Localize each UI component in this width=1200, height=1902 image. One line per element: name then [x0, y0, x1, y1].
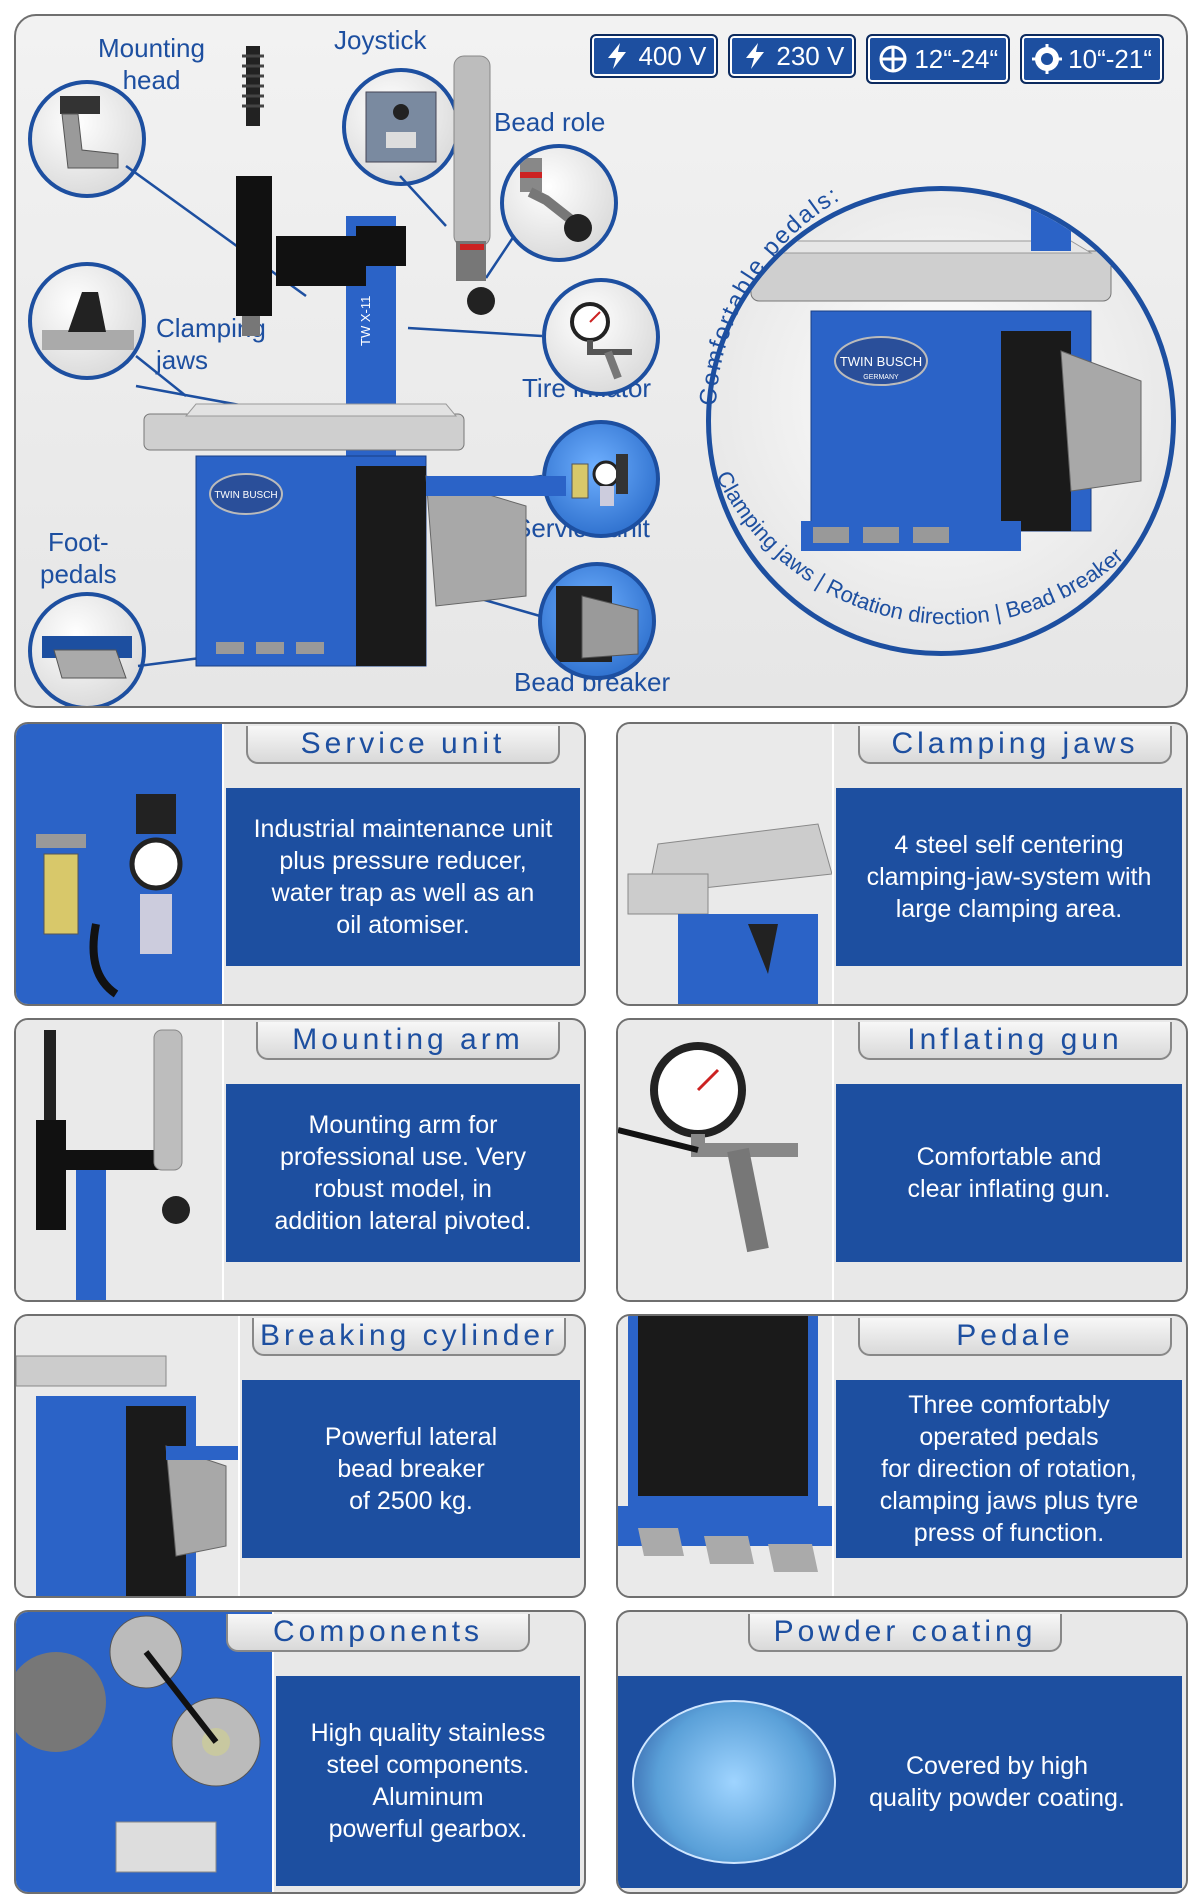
service-unit-image	[16, 724, 224, 1004]
badge-rim-10-21: 10“-21“	[1020, 34, 1164, 84]
mounting-arm-image	[16, 1020, 224, 1300]
tire-changer-illustration: TWIN BUSCH TW X-11	[143, 46, 566, 667]
panel-description: 4 steel self centering clamping-jaw-syst…	[836, 788, 1182, 966]
panel-clamping-jaws: Clamping jaws 4 steel self centering cla…	[616, 722, 1188, 1006]
pedals-detail-circle: TWIN BUSCH GERMANY	[706, 186, 1176, 656]
panel-title: Pedale	[858, 1318, 1172, 1356]
components-image	[16, 1612, 274, 1892]
panel-title: Clamping jaws	[858, 726, 1172, 764]
panel-powder-coating: Powder coating Covered by high quality p…	[616, 1610, 1188, 1894]
panel-pedale: Pedale Three comfortably operated pedals…	[616, 1314, 1188, 1598]
panel-title: Inflating gun	[858, 1022, 1172, 1060]
panel-title: Mounting arm	[256, 1022, 560, 1060]
machine-model-label: TW X-11	[358, 296, 373, 346]
label-mounting-head: Mounting head	[98, 33, 205, 95]
brand-logo-large: TWIN BUSCH	[840, 354, 922, 369]
brand-logo-small: TWIN BUSCH	[214, 490, 277, 501]
spec-badges: 400 V 230 V 12“-24“ 10“-21“	[590, 34, 1164, 84]
badge-rim-12-24: 12“-24“	[866, 34, 1011, 84]
thumb-foot-pedals	[28, 592, 146, 706]
panel-mounting-arm: Mounting arm Mounting arm for profession…	[14, 1018, 586, 1302]
powder-coating-image	[632, 1700, 836, 1864]
label-foot-pedals: Foot- pedals	[40, 527, 117, 589]
panel-inflating-gun: Inflating gun Comfortable and clear infl…	[616, 1018, 1188, 1302]
label-bead-role: Bead role	[494, 107, 606, 137]
hero-overview: 400 V 230 V 12“-24“ 10“-21“ Mounting hea…	[14, 14, 1188, 708]
thumb-bead-role	[500, 144, 618, 262]
label-joystick: Joystick	[334, 25, 427, 55]
panel-title: Breaking cylinder	[252, 1318, 566, 1356]
breaking-cylinder-image	[16, 1316, 240, 1596]
panel-title: Service unit	[246, 726, 560, 764]
panel-description: Three comfortably operated pedals for di…	[836, 1380, 1182, 1558]
thumb-clamping-jaws	[28, 262, 146, 380]
thumb-tire-inflator	[542, 278, 660, 396]
badge-230v: 230 V	[728, 34, 857, 78]
panel-description: Powerful lateral bead breaker of 2500 kg…	[242, 1380, 580, 1558]
lightning-icon	[608, 43, 627, 69]
rim-icon	[879, 45, 907, 73]
panel-title: Powder coating	[748, 1614, 1062, 1652]
brand-sub-label: GERMANY	[863, 374, 899, 381]
panel-breaking-cylinder: Breaking cylinder Powerful lateral bead …	[14, 1314, 586, 1598]
panel-service-unit: Service unit Industrial maintenance unit…	[14, 722, 586, 1006]
pedale-image	[618, 1316, 834, 1596]
lightning-icon	[746, 43, 765, 69]
thumb-joystick	[342, 68, 460, 186]
thumb-mounting-head	[28, 80, 146, 198]
panel-components: Components High quality stainless steel …	[14, 1610, 586, 1894]
inflating-gun-image	[618, 1020, 834, 1300]
panel-title: Components	[226, 1614, 530, 1652]
rim-icon	[1032, 44, 1063, 74]
thumb-bead-breaker	[538, 562, 656, 680]
panel-description: High quality stainless steel components.…	[276, 1676, 580, 1886]
panel-description: Mounting arm for professional use. Very …	[226, 1084, 580, 1262]
badge-400v: 400 V	[590, 34, 719, 78]
clamping-jaws-image	[618, 724, 834, 1004]
panel-description: Industrial maintenance unit plus pressur…	[226, 788, 580, 966]
panel-description: Comfortable and clear inflating gun.	[836, 1084, 1182, 1262]
